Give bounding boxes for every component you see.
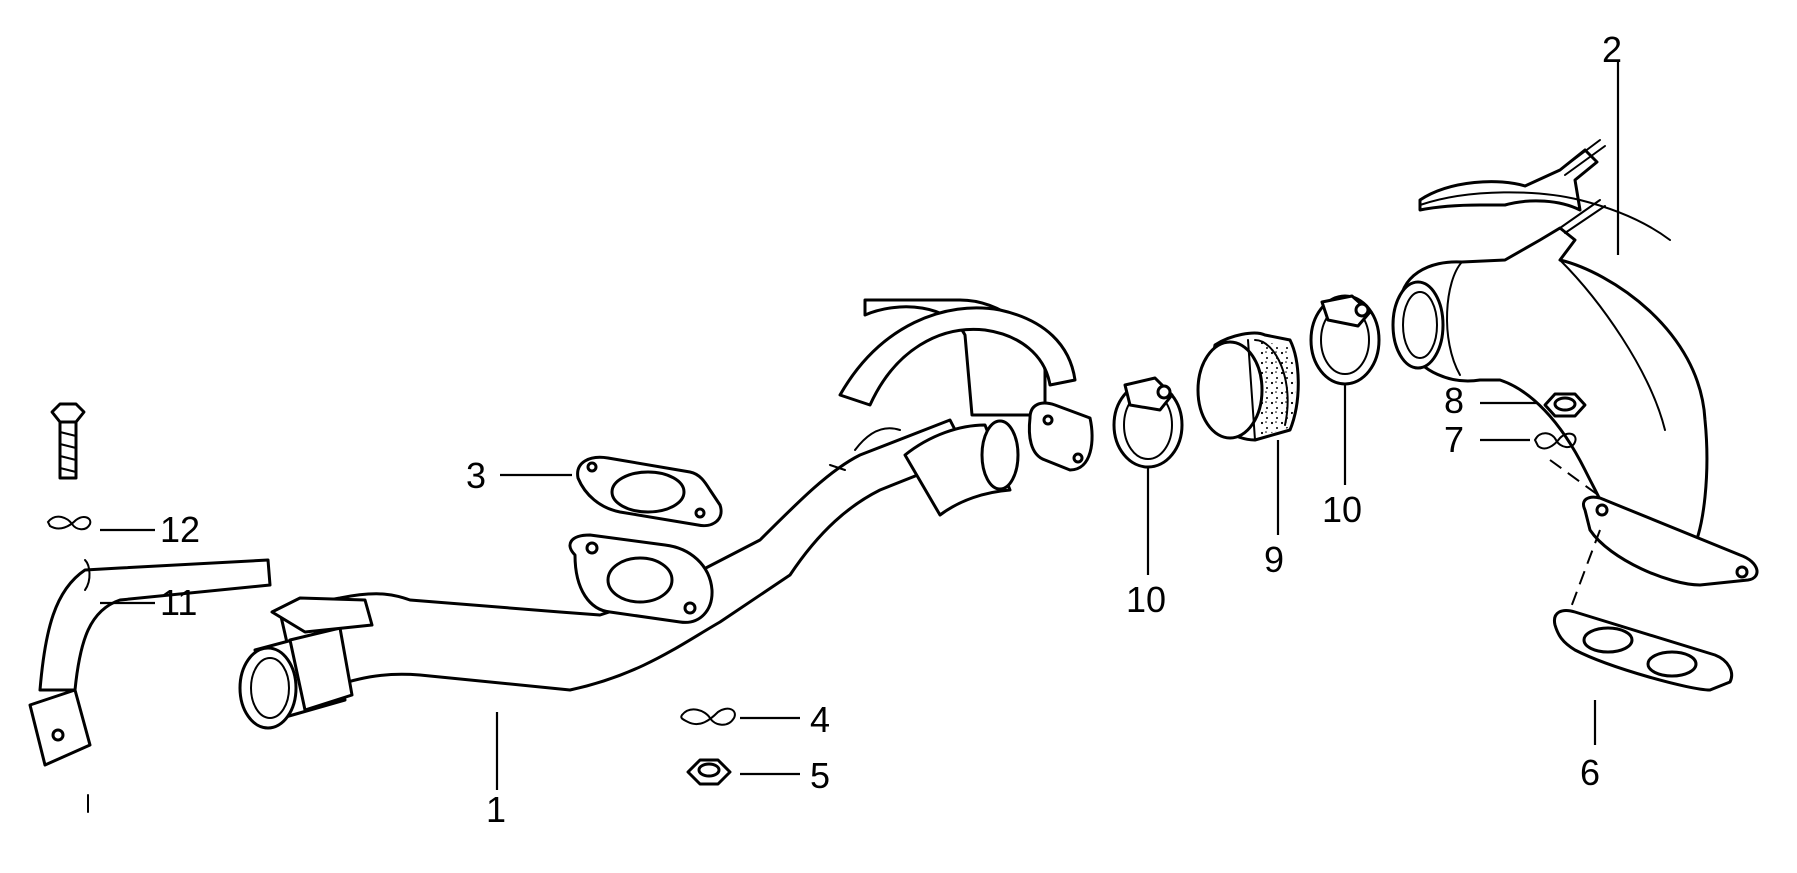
callout-4: 4 [810, 699, 830, 740]
callout-6: 6 [1580, 752, 1600, 793]
hex-nut-part-8 [1543, 392, 1587, 418]
callout-labels: 2 3 4 5 6 7 8 9 10 10 11 12 1 [160, 29, 1622, 830]
callout-8: 8 [1444, 380, 1464, 421]
callout-2: 2 [1602, 29, 1622, 70]
callout-3: 3 [466, 455, 486, 496]
hose-clamp-part-10b [1309, 294, 1381, 386]
callout-9: 9 [1264, 539, 1284, 580]
leader-lines [87, 60, 1620, 813]
callout-1: 1 [486, 789, 506, 830]
bolt [50, 402, 86, 480]
sleeve-part-9 [1196, 331, 1300, 442]
spring-washer-part-7 [1533, 432, 1577, 450]
callout-11: 11 [160, 582, 197, 623]
callout-10b: 10 [1322, 489, 1362, 530]
callout-7: 7 [1444, 419, 1464, 460]
end-pipe-part-11 [28, 558, 272, 767]
spring-washer-part-12 [46, 515, 92, 531]
manifold-part-2 [1391, 139, 1759, 587]
callout-12: 12 [160, 509, 200, 550]
callout-10a: 10 [1126, 579, 1166, 620]
hex-nut-part-5 [686, 758, 732, 786]
gasket-part-6 [1552, 609, 1734, 692]
spring-washer-part-4 [680, 707, 736, 726]
callout-5: 5 [810, 755, 830, 796]
hose-clamp-part-10a [1112, 376, 1184, 469]
gasket-part-3 [576, 455, 723, 528]
front-pipe-part-1 [238, 298, 1094, 730]
